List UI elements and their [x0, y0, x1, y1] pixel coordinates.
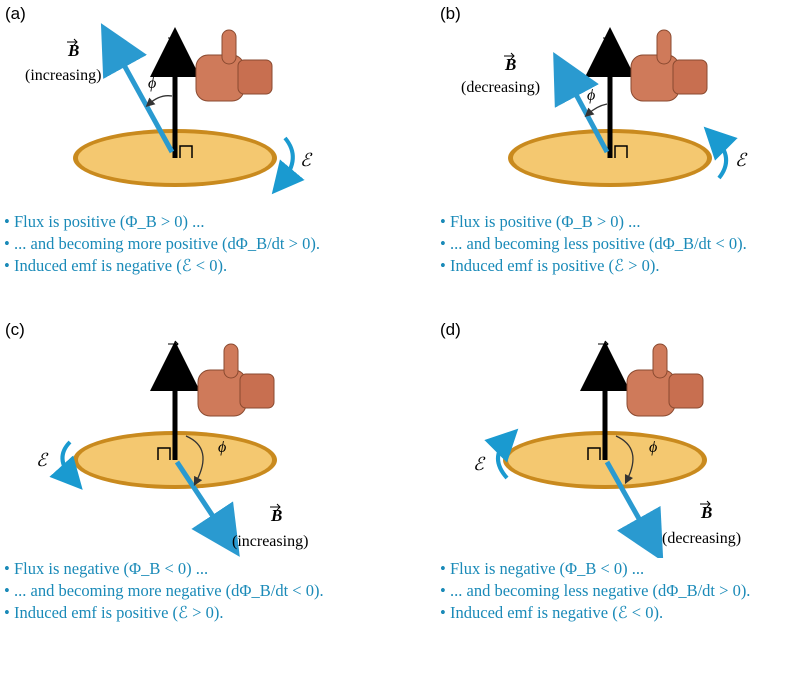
caption-line: •Flux is positive (Φ_B > 0) ...	[440, 212, 641, 231]
b-vector	[174, 460, 240, 557]
caption-line: •Flux is positive (Φ_B > 0) ...	[4, 212, 205, 231]
caption-line: •... and becoming more negative (dΦ_B/dt…	[4, 581, 324, 600]
panel-a: (a) B (increasing) A ϕ ℰ •Flux is posit	[0, 0, 400, 330]
emf-arrow	[703, 126, 738, 180]
emf-label: ℰ	[473, 454, 486, 474]
phi-label: ϕ	[649, 439, 657, 456]
caption-line: •... and becoming less positive (dΦ_B/dt…	[440, 234, 747, 253]
b-arrow-accent	[700, 500, 711, 508]
phi-arc	[185, 435, 204, 487]
b-vector	[604, 460, 664, 558]
caption-line: •Flux is negative (Φ_B < 0) ...	[4, 559, 209, 578]
caption-list: •Flux is negative (Φ_B < 0) ... •... and…	[4, 558, 324, 624]
caption-line: •Induced emf is positive (ℰ > 0).	[440, 256, 660, 275]
phi-arc	[145, 95, 173, 108]
panel-b: (b) B (decreasing) A ϕ ℰ •Flux is positi…	[437, 0, 811, 330]
a-label: A	[168, 37, 180, 56]
b-vector	[100, 23, 175, 154]
b-state: (increasing)	[25, 67, 101, 84]
a-arrow-accent	[168, 34, 179, 42]
b-state: (increasing)	[232, 533, 308, 550]
caption-list: •Flux is positive (Φ_B > 0) ... •... and…	[4, 211, 320, 277]
b-arrow-accent	[67, 38, 78, 46]
phi-arc	[584, 103, 608, 118]
panel-label: (a)	[5, 4, 26, 23]
caption-line: •Induced emf is negative (ℰ < 0).	[440, 603, 664, 622]
right-angle-mark	[157, 447, 171, 460]
a-arrow-accent	[598, 340, 609, 348]
b-label: B	[67, 41, 79, 60]
b-label: B	[504, 55, 516, 74]
b-state: (decreasing)	[662, 530, 741, 547]
hand-icon	[626, 343, 704, 417]
panel-label: (b)	[440, 4, 461, 23]
a-label: A	[603, 37, 615, 56]
hand-icon	[195, 29, 273, 102]
panel-label: (d)	[440, 320, 461, 339]
a-arrow-accent	[603, 34, 614, 42]
panel-c: (c) A ϕ ℰ B (increasing) •Flux is negati…	[0, 318, 400, 648]
panel-label: (c)	[5, 320, 25, 339]
emf-arrow	[49, 440, 83, 490]
b-state: (decreasing)	[461, 79, 540, 96]
emf-label: ℰ	[300, 150, 313, 170]
caption-line: •... and becoming less negative (dΦ_B/dt…	[440, 581, 751, 600]
phi-label: ϕ	[148, 75, 156, 92]
caption-line: •... and becoming more positive (dΦ_B/dt…	[4, 234, 320, 253]
caption-line: •Flux is negative (Φ_B < 0) ...	[440, 559, 645, 578]
right-angle-mark	[179, 145, 193, 158]
a-label: A	[168, 343, 180, 362]
emf-arrow	[271, 136, 305, 195]
right-angle-mark	[587, 447, 601, 460]
caption-list: •Flux is negative (Φ_B < 0) ... •... and…	[440, 558, 750, 624]
caption-line: •Induced emf is positive (ℰ > 0).	[4, 603, 224, 622]
hand-icon	[197, 343, 275, 417]
b-label: B	[270, 506, 282, 525]
caption-line: •Induced emf is negative (ℰ < 0).	[4, 256, 228, 275]
hand-icon	[630, 29, 708, 102]
panel-d: (d) A ϕ ℰ B (decreasing) •Flux is negati…	[437, 318, 811, 648]
emf-label: ℰ	[735, 150, 748, 170]
phi-label: ϕ	[587, 87, 595, 104]
diagram-c: A ϕ ℰ B (increasing)	[36, 340, 308, 557]
phi-label: ϕ	[218, 439, 226, 456]
right-angle-mark	[614, 145, 628, 158]
a-arrow-accent	[168, 340, 179, 348]
b-label: B	[700, 503, 712, 522]
diagram-a: B (increasing) A ϕ ℰ	[25, 23, 313, 195]
emf-arrow	[484, 428, 519, 480]
a-label: A	[598, 343, 610, 362]
caption-list: •Flux is positive (Φ_B > 0) ... •... and…	[440, 211, 747, 277]
diagram-b: B (decreasing) A ϕ ℰ	[461, 27, 748, 187]
emf-label: ℰ	[36, 450, 49, 470]
b-arrow-accent	[270, 503, 281, 511]
b-arrow-accent	[504, 52, 515, 60]
diagram-d: A ϕ ℰ B (decreasing)	[473, 340, 741, 558]
phi-arc	[615, 435, 634, 485]
